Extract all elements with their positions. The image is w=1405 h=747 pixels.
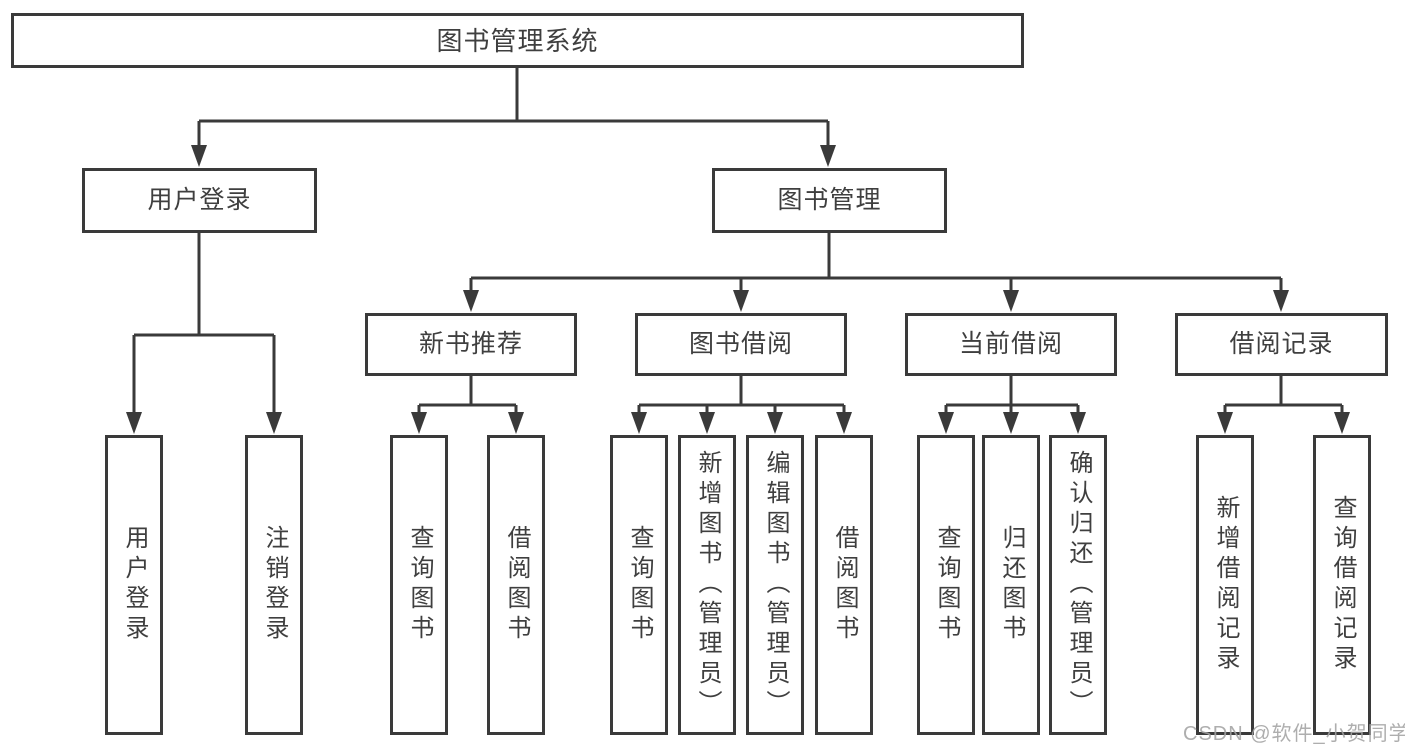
leaf-add-books-admin: 新增图书（管理员） <box>678 435 736 735</box>
node-book-management: 图书管理 <box>712 168 947 233</box>
leaf-query-books-current: 查询图书 <box>917 435 975 735</box>
leaf-query-books-recommend: 查询图书 <box>390 435 448 735</box>
node-new-book-recommendation: 新书推荐 <box>365 313 577 376</box>
leaf-query-borrow-record: 查询借阅记录 <box>1313 435 1371 735</box>
node-user-login: 用户登录 <box>82 168 317 233</box>
arrowheads <box>126 145 1350 434</box>
leaf-user-login: 用户登录 <box>105 435 163 735</box>
leaf-logout: 注销登录 <box>245 435 303 735</box>
leaf-borrow-books-recommend: 借阅图书 <box>487 435 545 735</box>
csdn-watermark: CSDN @软件_小贺同学 <box>1183 723 1405 745</box>
leaf-confirm-return-admin: 确认归还（管理员） <box>1049 435 1107 735</box>
leaf-query-books-borrowing: 查询图书 <box>610 435 668 735</box>
leaf-add-borrow-record: 新增借阅记录 <box>1196 435 1254 735</box>
leaf-edit-books-admin: 编辑图书（管理员） <box>746 435 804 735</box>
node-library-management-system: 图书管理系统 <box>11 13 1024 68</box>
node-book-borrowing: 图书借阅 <box>635 313 847 376</box>
leaf-return-books: 归还图书 <box>982 435 1040 735</box>
node-borrowing-records: 借阅记录 <box>1175 313 1388 376</box>
leaf-borrow-books-borrowing: 借阅图书 <box>815 435 873 735</box>
node-current-borrowing: 当前借阅 <box>905 313 1117 376</box>
